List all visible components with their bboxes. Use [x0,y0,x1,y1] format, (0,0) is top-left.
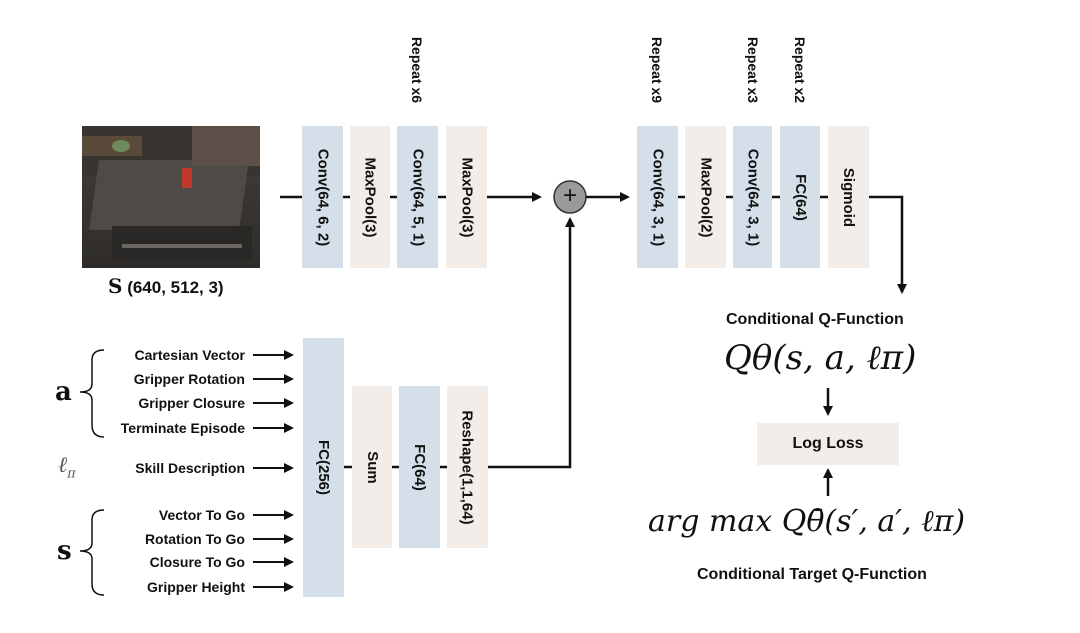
conv-block-1: Conv(64, 6, 2) [302,126,343,268]
log-loss-label: Log Loss [792,435,864,452]
reshape-block: Reshape(1,1,64) [447,386,488,548]
input-label-skill: Skill Description [135,460,245,476]
conv-block-2: Conv(64, 5, 1) [397,126,438,268]
maxpool-block-3: MaxPool(2) [685,126,726,268]
skill-symbol: ℓπ [58,453,76,482]
target-q-title: Conditional Target Q-Function [697,566,927,583]
state-symbol: s [57,536,72,566]
fc-block-1: FC(64) [780,126,820,268]
fc256-block: FC(256) [303,338,344,597]
maxpool-block-1: MaxPool(3) [350,126,390,268]
fc64-block: FC(64) [399,386,440,548]
input-label-closure-to-go: Closure To Go [149,554,245,570]
repeat-label-x3: Repeat x3 [745,36,761,104]
conv-block-3: Conv(64, 3, 1) [637,126,678,268]
sigmoid-block: Sigmoid [828,126,869,268]
repeat-label-top: Repeat x6 [409,36,425,104]
input-label-rotation-to-go: Rotation To Go [144,531,245,547]
action-symbol: a [55,377,72,407]
input-label-gripper-closure: Gripper Closure [138,395,245,411]
sum-block: Sum [352,386,392,548]
state-symbol-caption: S [108,274,123,298]
input-label-vector-to-go: Vector To Go [158,507,245,523]
input-label-cartesian: Cartesian Vector [134,347,246,363]
image-dims: (640, 512, 3) [127,278,224,297]
repeat-label-x9: Repeat x9 [649,36,665,104]
can [182,168,192,188]
input-label-terminate: Terminate Episode [120,420,245,436]
q-function-formula: Qθ(s, a, ℓπ) [724,338,917,378]
q-function-title: Conditional Q-Function [726,311,904,328]
camera-image [82,126,260,268]
log-loss-box: Log Loss [757,423,899,465]
input-label-gripper-height: Gripper Height [146,579,245,595]
image-caption: S (640, 512, 3) [108,274,224,298]
conv-block-4: Conv(64, 3, 1) [733,126,772,268]
plus-icon: + [562,182,577,209]
target-q-formula: arg max Qθ̄(s′, a′, ℓπ) [648,504,966,539]
input-label-gripper-rotation: Gripper Rotation [133,371,245,387]
maxpool-block-2: MaxPool(3) [446,126,487,268]
repeat-label-x2: Repeat x2 [792,36,808,104]
